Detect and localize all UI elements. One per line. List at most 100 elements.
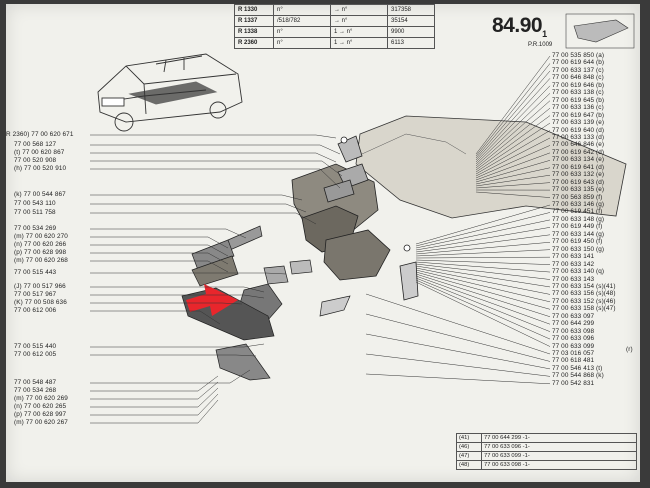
left-part-label: (n) 77 00 620 266: [14, 241, 67, 248]
left-part-label: (J) 77 00 517 966: [14, 283, 66, 290]
left-leader-line: [90, 387, 219, 408]
left-part-label: (p) 77 00 628 998: [14, 249, 67, 256]
right-leader-line: [415, 212, 551, 247]
right-part-label: 77 00 633 135 (e): [552, 186, 605, 194]
right-part-label: 77 00 619 647 (b): [552, 111, 605, 119]
right-part-label: 77 00 633 144 (g): [552, 230, 605, 238]
footnote-ref: (41): [456, 433, 482, 443]
right-leader-line: [475, 93, 551, 165]
left-leader-line: [90, 310, 221, 325]
right-leader-line: [415, 267, 551, 295]
right-leader-line: [475, 160, 551, 183]
footnote-row: (46)77 00 633 096 -1-: [456, 442, 637, 452]
left-part-label: 77 00 534 269: [14, 225, 57, 232]
left-leader-line: [90, 244, 229, 257]
left-leader-line: [90, 252, 229, 265]
right-leader-line: [415, 281, 551, 347]
leader-lines: [90, 55, 551, 424]
right-part-label: 77 00 633 099: [552, 342, 595, 350]
left-leader-line: [90, 144, 341, 155]
left-leader-line: [90, 354, 257, 357]
right-leader-line: [365, 313, 551, 362]
right-part-label: 77 00 644 299: [552, 320, 595, 328]
right-part-label: 77 00 619 643 (d): [552, 178, 605, 186]
right-part-label: 77 00 633 152 (s)(46): [552, 297, 616, 305]
left-leader-line: [90, 286, 265, 293]
right-part-label: 77 00 633 132 (e): [552, 171, 605, 179]
left-leader-line: [90, 393, 219, 416]
right-leader-line: [475, 78, 551, 161]
left-leader-line: [90, 294, 265, 299]
right-part-label: 77 00 633 146 (g): [552, 201, 605, 208]
right-part-label: 77 00 633 158 (s)(47): [552, 305, 616, 313]
right-leader-line: [475, 152, 551, 181]
plate-subtitle: P.R.1009: [528, 42, 553, 48]
right-leader-line: [475, 137, 551, 177]
group-letter-r: (r): [626, 346, 633, 353]
left-part-label: 77 00 520 908: [14, 157, 57, 164]
footnote-ref: (46): [456, 442, 482, 452]
right-leader-line: [415, 219, 551, 249]
right-part-label: 77 00 619 449 (f): [552, 223, 603, 231]
left-leader-line: [90, 203, 307, 213]
right-part-label: 77 00 633 136 (c): [552, 104, 604, 112]
left-part-label: (k) 77 00 544 867: [14, 191, 66, 198]
footnote-part: 77 00 633 098 -1-: [481, 460, 637, 470]
right-leader-line: [415, 271, 551, 310]
rear-floor-mat-icon: [355, 115, 627, 219]
right-part-label: 77 00 633 142: [552, 260, 595, 268]
left-part-label: (h) 77 00 520 910: [14, 165, 67, 172]
left-part-label: 77 00 534 268: [14, 387, 57, 394]
right-leader-line: [415, 249, 551, 257]
right-part-label: 77 00 633 138 (c): [552, 89, 604, 97]
reference-cell: 6113: [387, 37, 435, 49]
right-leader-line: [365, 353, 551, 377]
left-leader-line: [90, 343, 265, 348]
diagram-drawing: [90, 13, 635, 424]
right-part-label: 77 00 633 154 (s)(41): [552, 282, 616, 290]
left-leader-line: [90, 272, 287, 275]
left-part-label: (m) 77 00 620 267: [14, 419, 68, 426]
left-leader-line: [90, 134, 337, 139]
right-leader-line: [475, 182, 551, 189]
right-leader-line: [475, 107, 551, 169]
right-leader-line: [415, 261, 551, 273]
right-part-label: 77 00 619 641 (d): [552, 163, 605, 171]
right-part-label: 77 00 633 150 (g): [552, 245, 605, 253]
right-part-label: 77 00 633 098: [552, 327, 595, 335]
left-leader-line: [90, 236, 229, 249]
left-part-label: (K) 77 00 508 636: [14, 299, 67, 306]
footnote-part: 77 00 644 299 -1-: [481, 433, 637, 443]
left-leader-line: [90, 369, 251, 384]
footnote-part: 77 00 633 099 -1-: [481, 451, 637, 461]
left-part-label: (p) 77 00 628 997: [14, 411, 67, 418]
right-part-label: 77 00 619 646 (b): [552, 81, 605, 89]
left-leader-line: [90, 228, 247, 239]
right-part-label: 77 00 544 868 (k): [552, 372, 604, 380]
right-leader-line: [415, 204, 551, 245]
right-part-label: 77 00 618 481: [552, 357, 595, 365]
left-part-label: (n) 77 00 620 265: [14, 403, 67, 410]
right-part-label: 77 00 619 451 (f): [552, 208, 603, 216]
right-leader-line: [415, 277, 551, 332]
left-part-label: 77 00 515 440: [14, 343, 57, 350]
left-part-label: R 2360) 77 00 620 671: [6, 131, 74, 138]
right-leader-line: [415, 256, 551, 259]
reference-cell: n°: [273, 37, 331, 49]
right-leader-line: [475, 70, 551, 159]
right-leader-line: [475, 85, 551, 163]
left-leader-line: [90, 399, 219, 424]
right-leader-line: [365, 293, 551, 355]
right-leader-line: [365, 373, 551, 385]
right-leader-line: [365, 333, 551, 370]
left-part-label: (m) 77 00 620 268: [14, 257, 68, 264]
car-illustration-icon: [97, 53, 243, 132]
left-part-label: 77 00 612 005: [14, 351, 57, 358]
left-part-label: 77 00 543 110: [14, 200, 56, 207]
left-part-label: 77 00 511 758: [14, 209, 56, 216]
left-part-label: 77 00 515 443: [14, 269, 57, 276]
footnote-row: (41)77 00 644 299 -1-: [456, 433, 637, 443]
left-leader-line: [90, 260, 229, 273]
